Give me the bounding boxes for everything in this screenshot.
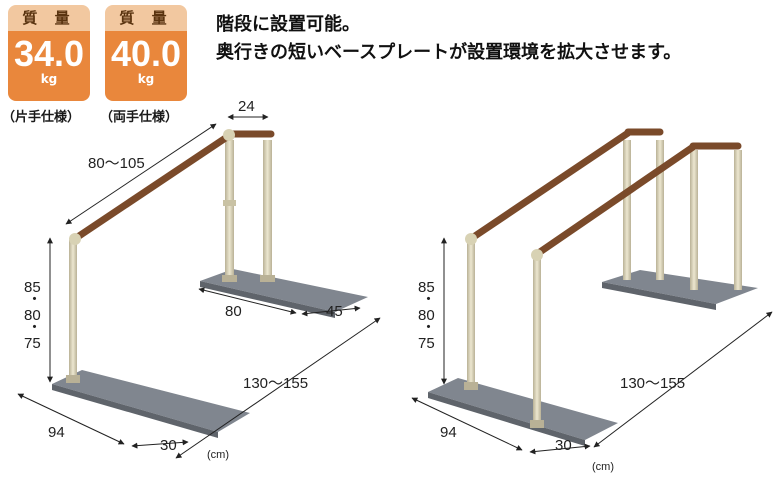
headline-line2: 奥行きの短いベースプレートが設置環境を拡大させます。 [216,42,682,63]
lower-post [69,240,77,380]
height-dot: ・ [421,291,436,308]
base-depth-label: 30 [555,437,572,454]
height-dot: ・ [27,319,42,336]
unit-label: (cm) [207,449,229,461]
headline-line1: 階段に設置可能。 [216,14,360,35]
top-width-label: 24 [238,98,255,115]
weight-value: 40.0 [110,33,182,74]
weight-unit: kg [40,72,58,86]
weight-value: 34.0 [13,33,85,74]
weight-caption: 質 量 [105,5,187,31]
single-handrail-illustration [52,129,368,438]
height-dot: ・ [421,319,436,336]
weight-unit: kg [137,72,155,86]
single-spec-note: （片手仕様） [2,110,81,125]
double-handrail-illustration [428,128,758,446]
upper-base-length-label: 80 [225,303,242,320]
base-length-label: 94 [440,424,457,441]
height-dot: ・ [27,291,42,308]
weight-badge-double: 質 量 40.0 kg [105,5,187,101]
wood-handrail [72,131,234,242]
lower-base-plate [428,378,618,440]
height-75-label: 75 [418,335,435,352]
height-80-label: 80 [24,307,41,324]
height-75-label: 75 [24,335,41,352]
height-80-label: 80 [418,307,435,324]
upper-base-plate [602,270,758,304]
span-label: 130〜155 [243,375,308,392]
upper-base-depth-label: 45 [326,303,343,320]
base-length-label: 94 [48,424,65,441]
height-85-label: 85 [24,279,41,296]
height-85-label: 85 [418,279,435,296]
lower-base-plate [52,370,250,432]
weight-badge-single: 質 量 34.0 kg [8,5,90,101]
span-label: 130〜155 [620,375,685,392]
double-spec-note: （両手仕様） [100,110,179,125]
handrail-length-label: 80〜105 [88,155,145,172]
weight-caption: 質 量 [8,5,90,31]
base-depth-label: 30 [160,437,177,454]
unit-label: (cm) [592,461,614,473]
